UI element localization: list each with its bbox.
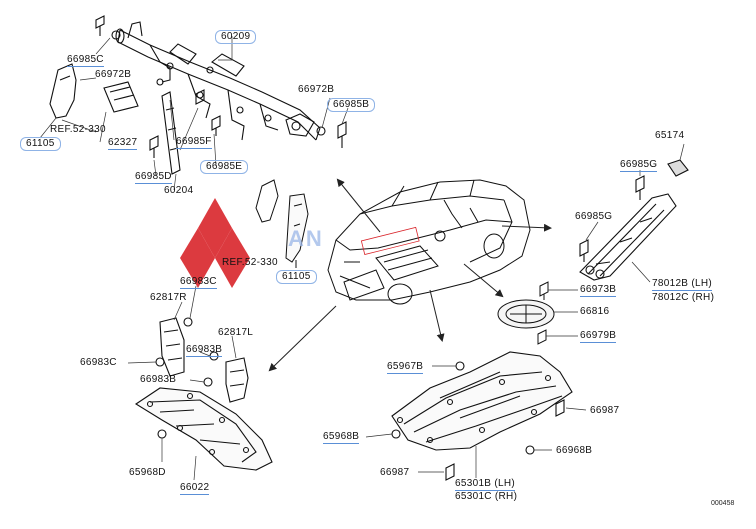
part-label-62817R[interactable]: 62817R [150,292,187,303]
part-label-61105-b[interactable]: 61105 [276,270,317,284]
side-trim-group [255,179,309,268]
main-undercover-group [391,351,573,481]
leader-lines-lid [546,289,578,337]
ref-label-52-330-a[interactable]: REF.52-330 [50,124,106,135]
part-label-66985D[interactable]: 66985D [135,171,172,184]
part-label-66972B-a[interactable]: 66972B [95,69,132,80]
part-label-78012C[interactable]: 78012C (RH) [652,292,715,303]
part-label-66983B-a[interactable]: 66983B [186,344,223,357]
part-label-66985F[interactable]: 66985F [176,136,212,149]
leader-lines-right [585,143,685,283]
part-label-60209[interactable]: 60209 [215,30,257,44]
part-label-65174[interactable]: 65174 [655,130,685,141]
part-label-66973B[interactable]: 66973B [580,284,617,297]
vehicle-outline [327,179,531,305]
service-lid-group [497,281,555,345]
leader-lines-top-left [39,36,349,191]
side-rail-group [579,159,689,281]
part-label-61105-a[interactable]: 61105 [20,137,61,151]
part-label-66979B[interactable]: 66979B [580,330,617,343]
leader-lines-bottom-right [365,365,587,478]
part-label-66985B[interactable]: 66985B [327,98,376,112]
part-label-65301C[interactable]: 65301C (RH) [455,491,518,502]
part-label-66022[interactable]: 66022 [180,482,210,495]
part-label-78012B[interactable]: 78012B (LH) [652,278,712,291]
part-label-66983C-b[interactable]: 66983C [80,357,117,368]
part-label-66985C[interactable]: 66985C [67,54,104,67]
part-label-66983C-a[interactable]: 66983C [180,276,217,289]
leader-lines-bottom-left [127,285,237,481]
watermark-logo [180,198,250,288]
part-label-66985G-b[interactable]: 66985G [575,211,613,222]
part-label-62327[interactable]: 62327 [108,137,138,150]
part-label-66983B-b[interactable]: 66983B [140,374,177,385]
part-label-62817L[interactable]: 62817L [218,327,254,338]
callout-arrows [268,178,552,372]
ref-label-52-330-b[interactable]: REF.52-330 [222,257,278,268]
part-label-65301B[interactable]: 65301B (LH) [455,478,515,491]
part-label-60204[interactable]: 60204 [164,185,194,196]
part-label-65968B[interactable]: 65968B [323,431,360,444]
part-label-66968B[interactable]: 66968B [556,445,593,456]
part-label-66972B-b[interactable]: 66972B [298,84,335,95]
part-label-66987-a[interactable]: 66987 [590,405,620,416]
figure-code: 000458 [711,500,735,507]
front-undercover-group [134,317,273,471]
watermark-text: AN [288,226,324,251]
part-label-66987-b[interactable]: 66987 [380,467,410,478]
part-label-66985G-a[interactable]: 66985G [620,159,658,172]
crossmember-beam-group [49,15,347,175]
part-label-65968D[interactable]: 65968D [129,467,166,478]
part-label-66816[interactable]: 66816 [580,306,610,317]
part-label-66985E[interactable]: 66985E [200,160,249,174]
part-label-65967B[interactable]: 65967B [387,361,424,374]
